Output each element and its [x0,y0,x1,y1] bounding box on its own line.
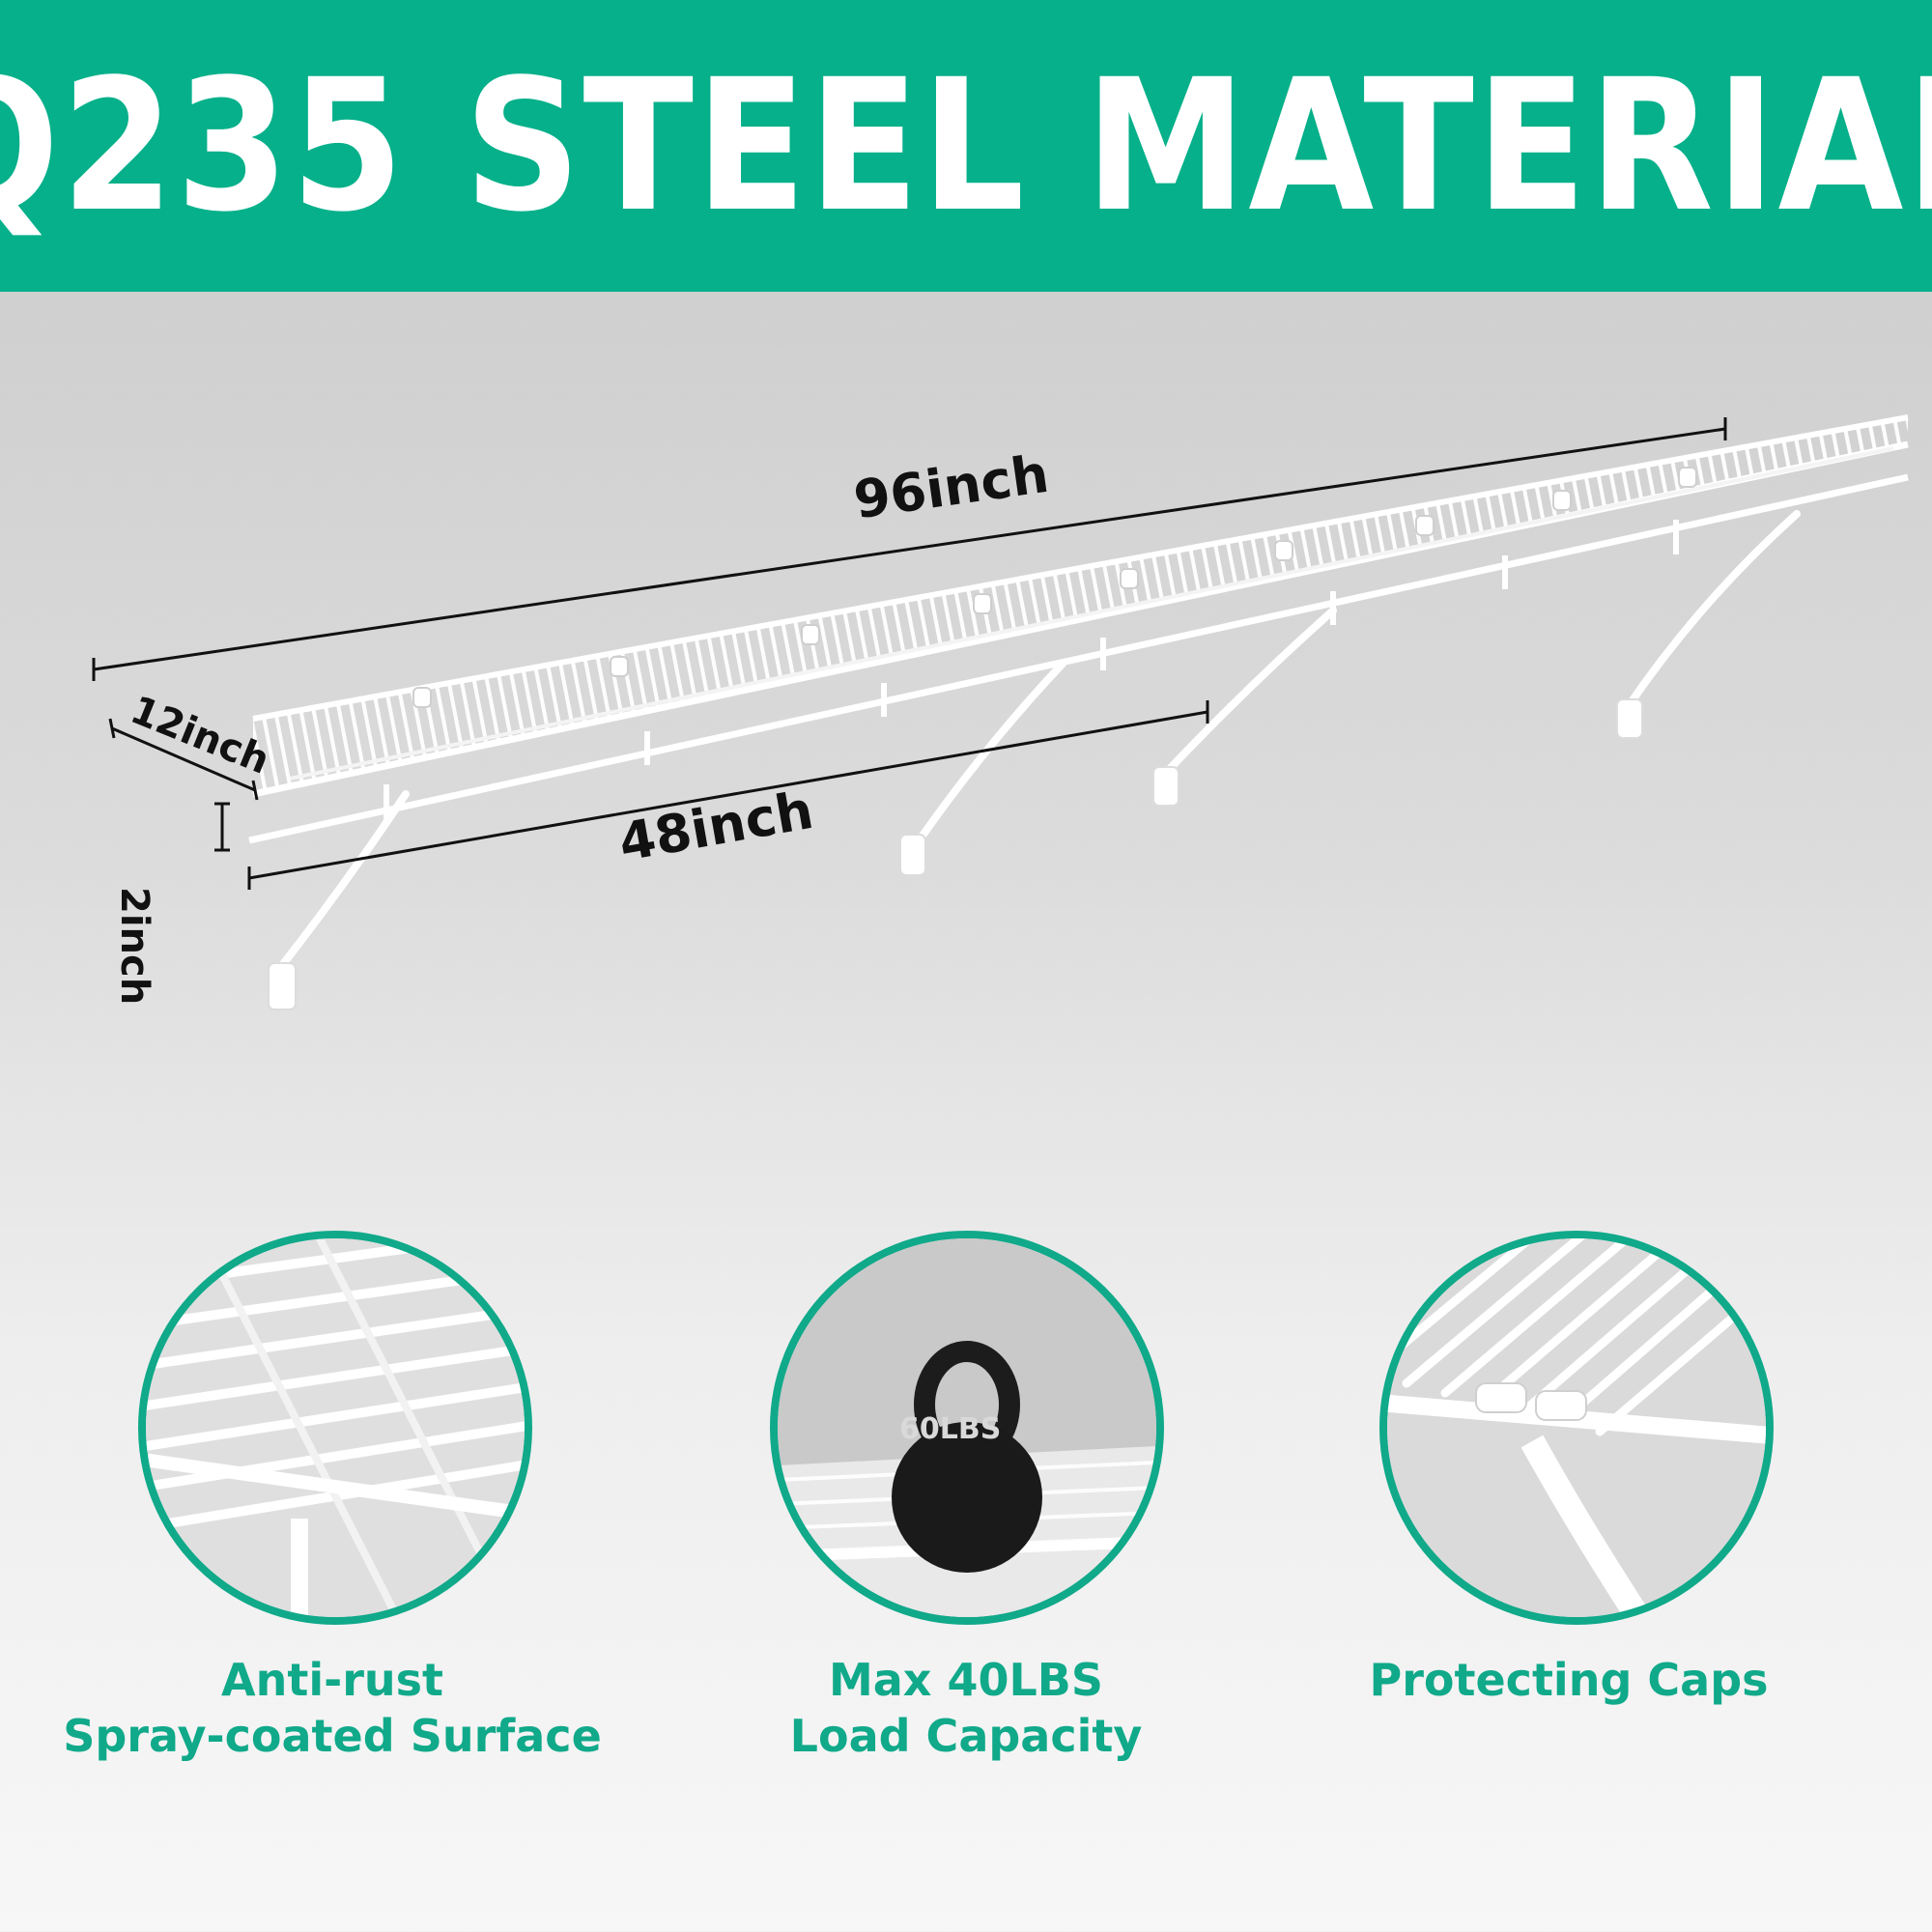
shelf-deck [253,417,1908,794]
feature-circle-caps [1379,1231,1774,1625]
page-title: Q235 STEEL MATERIAL [0,40,1932,252]
feature-surface-line2: Spray-coated Surface [63,1710,602,1762]
wall-mount-plate [268,962,297,1010]
front-lip-rail [248,473,1909,844]
wire-shelf-drawing [92,414,1909,1010]
kettlebell-body [892,1422,1042,1573]
feature-label-caps: Protecting Caps [1260,1652,1878,1708]
protecting-cap [1475,1382,1527,1413]
header-banner: Q235 STEEL MATERIAL [0,0,1932,292]
feature-caps-line1: Protecting Caps [1369,1654,1769,1706]
kettlebell-image [778,1238,1156,1617]
feature-label-surface: Anti-rust Spray-coated Surface [23,1652,641,1764]
feature-surface-line1: Anti-rust [221,1654,443,1706]
kettlebell-label: 60LBS [899,1412,1002,1446]
dimension-lines [92,417,1727,890]
feature-load-line1: Max 40LBS [828,1654,1104,1706]
feature-label-load: Max 40LBS Load Capacity [657,1652,1275,1764]
feature-circle-surface [138,1231,532,1625]
feature-load-line2: Load Capacity [789,1710,1143,1762]
shelf-dimension-illustration: 96inch 48inch 12inch 2inch [0,292,1932,1045]
height-label: 2inch [112,887,156,1006]
feature-circle-load: 60LBS [770,1231,1164,1625]
wire-closeup-image [146,1238,525,1617]
caps-closeup-image [1387,1238,1766,1617]
